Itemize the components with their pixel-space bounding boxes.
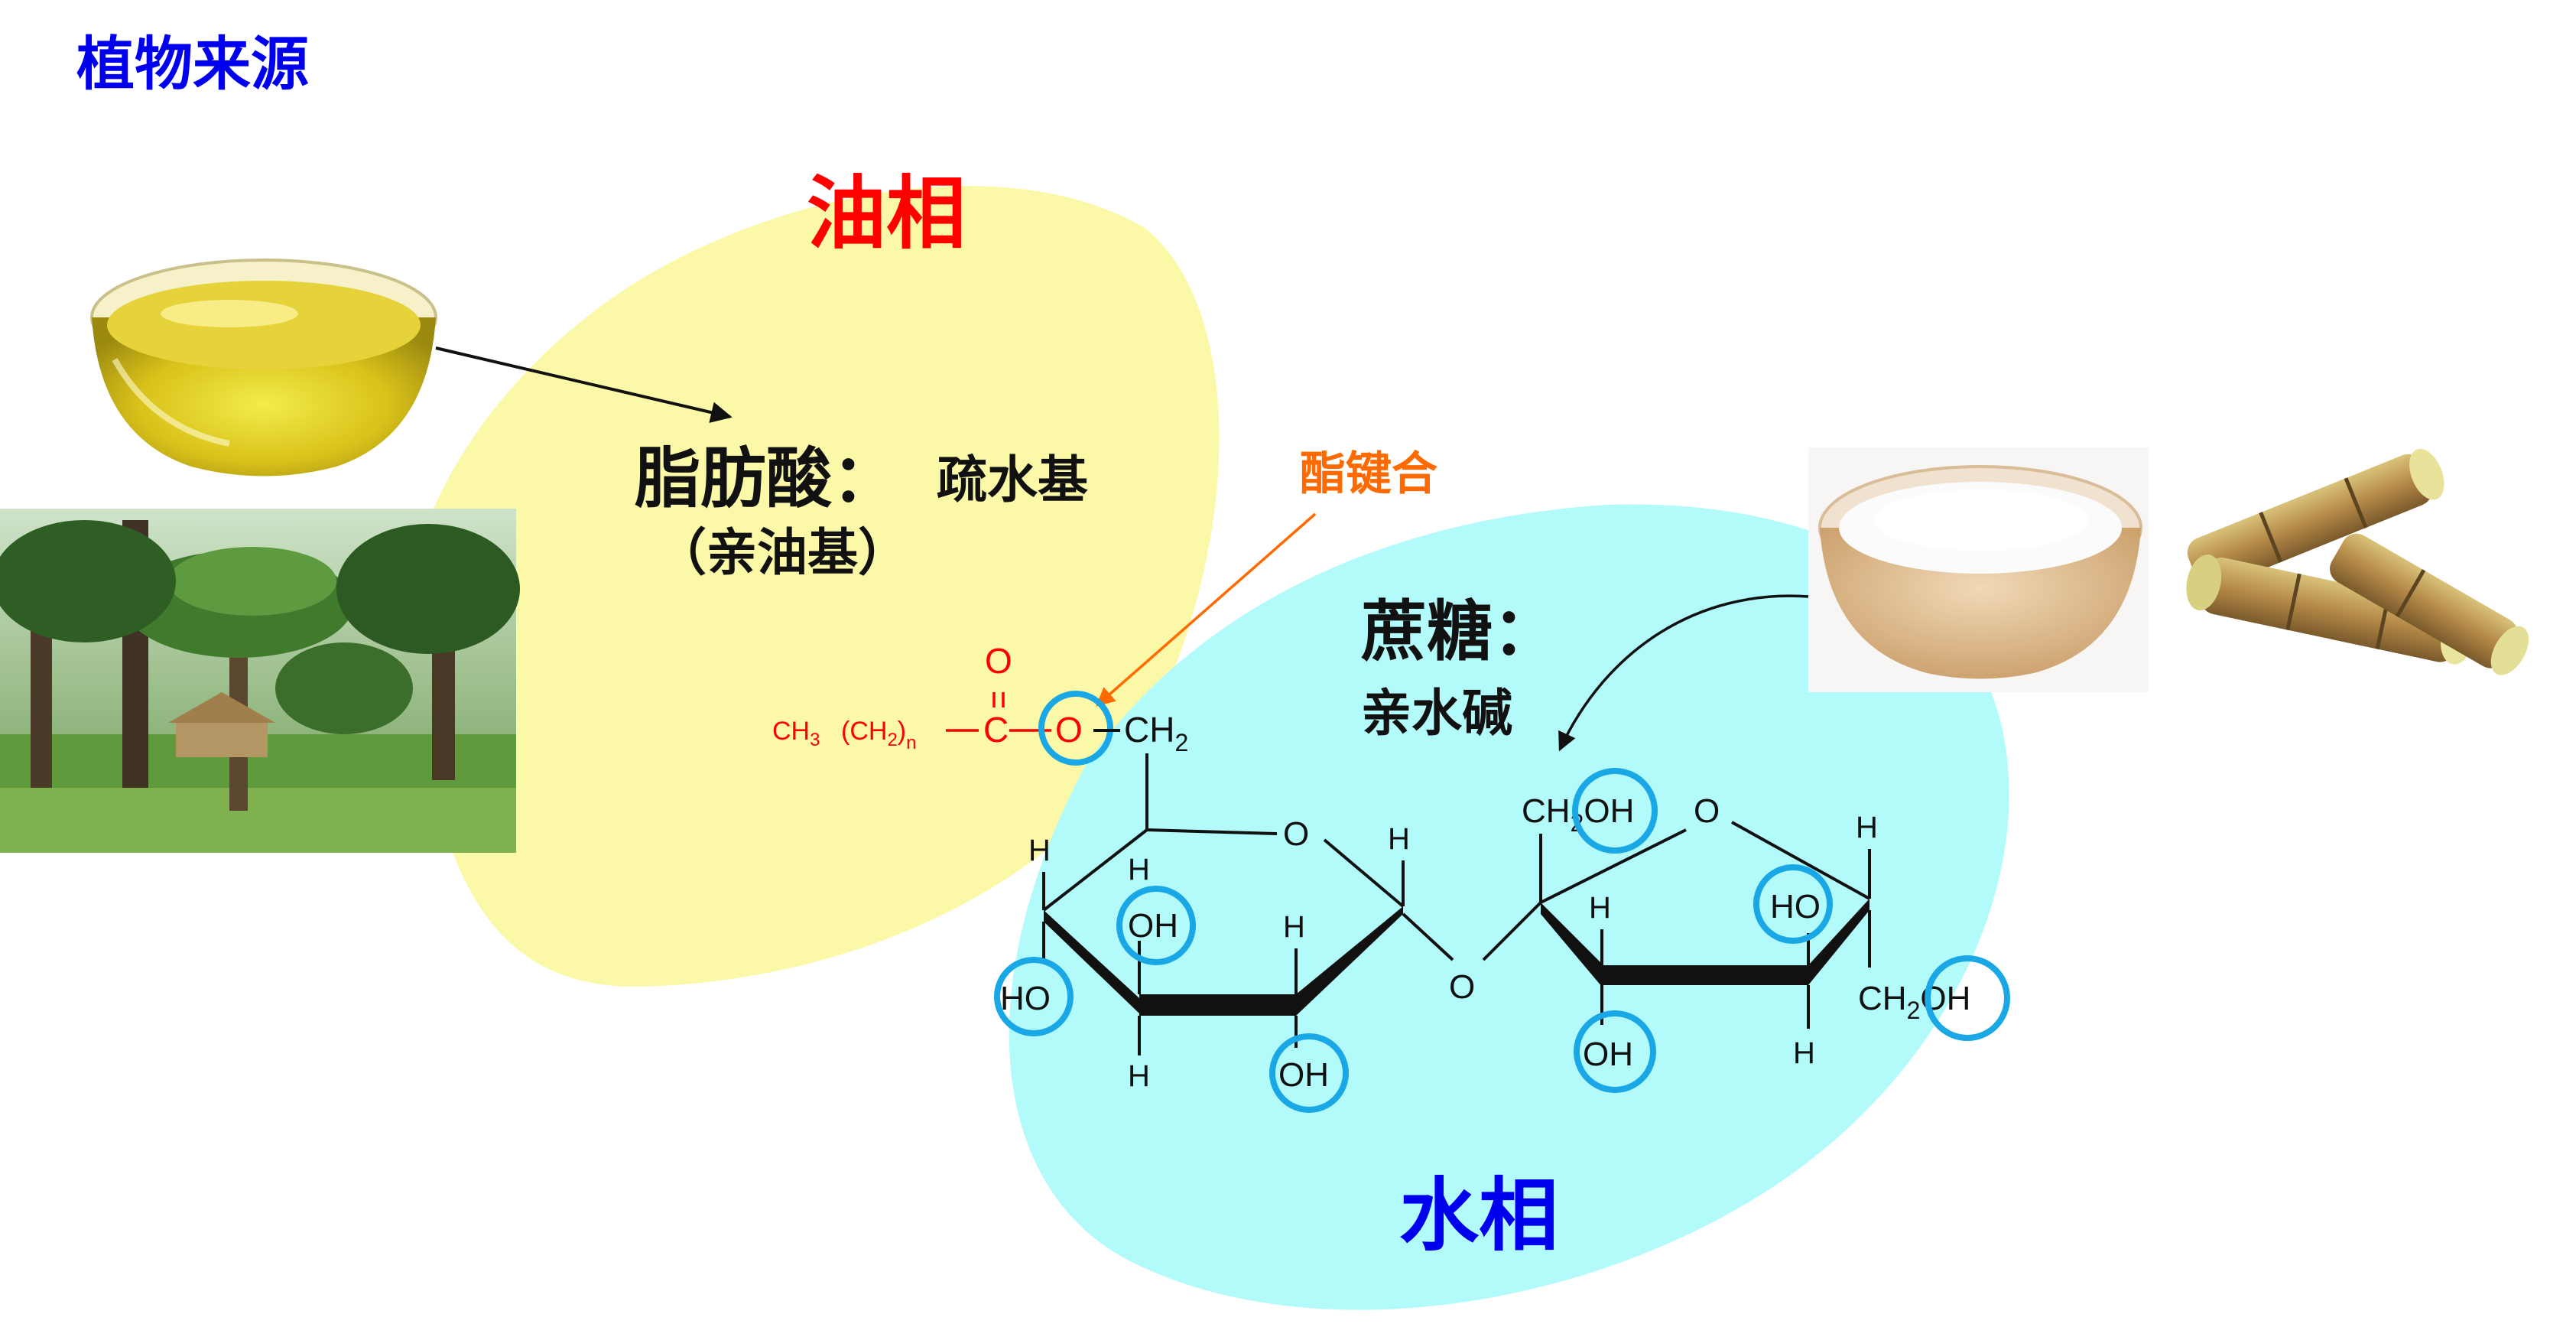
oil-bowl-image [90,259,437,476]
page-title: 植物来源 [76,30,309,98]
palm-tree-photo [0,509,520,853]
glucose-ring-oxygen: O [1283,815,1309,853]
h-atom: H [1793,1036,1815,1070]
ester-bond-label: 酯键合 [1300,447,1437,501]
acyl-chain: CH3 (CH2)n C O O [772,641,1083,753]
oil-phase-blob [401,186,1220,987]
oil-to-fatty-acid-arrow [435,346,733,423]
water-phase-label: 水相 [1399,1169,1558,1262]
fatty-acid-name: 脂肪酸： [635,441,898,517]
glucose-oh-lower: OH [1278,1056,1329,1094]
fatty-acid-property: 疏水基 [937,450,1088,509]
sugarcane-image [2186,448,2529,675]
ester-bond-arrow [1096,512,1317,707]
highlight-oh-lower [1269,1033,1349,1113]
sucrose-ester-molecule: CH3 (CH2)n C O O CH2 O H [772,641,2010,1113]
highlight-oh-upper [1116,886,1196,965]
h-atom: H [1128,1059,1150,1093]
carbonyl-oxygen: O [985,641,1012,681]
ch2-repeat: (CH2)n [841,717,916,753]
fructose-oh-lower: OH [1583,1036,1633,1073]
ester-oxygen-highlight [1038,691,1113,766]
ester-oxygen: O [1055,710,1083,750]
fructose-ch2oh-top: CH2OH [1522,792,1634,837]
highlight-ch2oh-right [1925,955,2010,1041]
h-atom: H [1028,834,1051,867]
highlight-fructose-oh-lower [1574,1010,1656,1093]
highlight-ch2oh-top [1572,768,1658,854]
sucrose-arrow [1558,594,1809,752]
sugar-bowl-image [1808,447,2149,692]
h-atom: H [1589,891,1611,925]
linker-ch2: CH2 [1124,710,1188,756]
sucrose-name: 蔗糖： [1361,594,1558,670]
carbonyl-carbon: C [983,710,1009,750]
ch3-group: CH3 [772,717,820,750]
glycosidic-oxygen: O [1449,968,1475,1006]
glucose-ring-front-edge [1044,910,1139,1013]
h-atom: H [1388,822,1410,856]
water-phase-blob [1009,504,2009,1310]
glucose-oh-upper: OH [1128,907,1178,945]
fructose-ho: HO [1770,888,1821,925]
h-atom: H [1283,910,1305,944]
h-atom: H [1856,811,1878,844]
highlight-fructose-ho [1753,864,1833,944]
highlight-ho-left [994,957,1074,1036]
oil-phase-label: 油相 [807,167,966,260]
fructose-ring: CH2OH O H OH HO H H CH2OH [1522,792,1970,1073]
fructose-ring-oxygen: O [1694,792,1720,830]
glucose-ring: O H HO H OH H H OH H [1000,753,1410,1094]
glucose-ho-left: HO [1000,980,1051,1017]
sucrose-property: 亲水碱 [1361,684,1512,743]
h-atom: H [1128,853,1150,886]
fatty-acid-alias: （亲油基） [656,523,908,582]
